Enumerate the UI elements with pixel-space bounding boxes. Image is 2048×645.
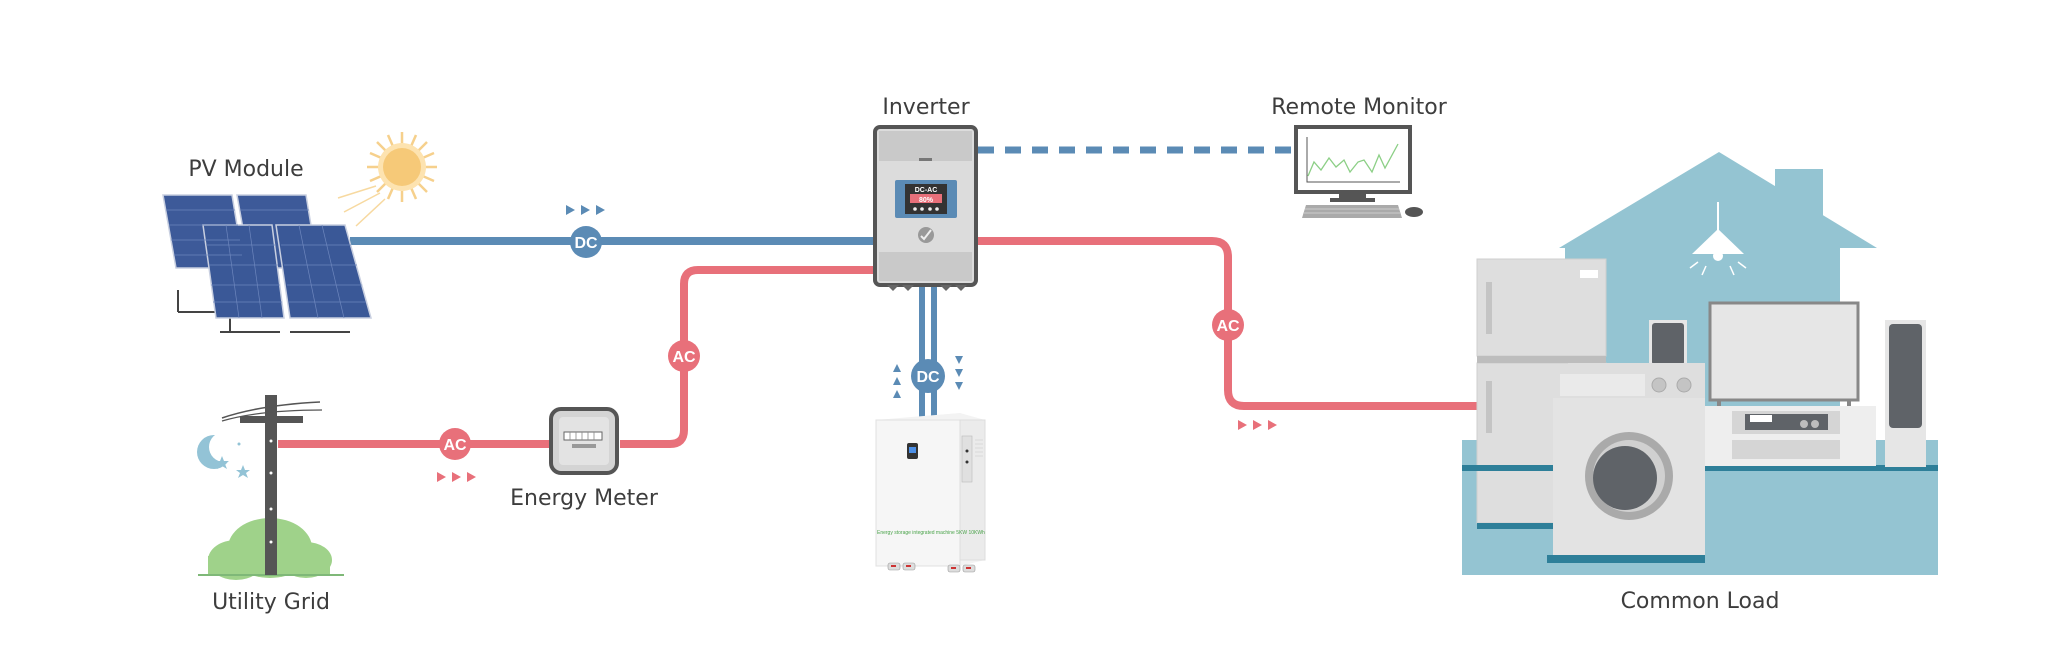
- solar-panels-icon: [162, 194, 372, 333]
- pv-module: PV Module: [162, 132, 437, 333]
- flow-arrows-load: [1238, 420, 1277, 430]
- svg-text:80%: 80%: [919, 197, 934, 204]
- sun-icon: [337, 132, 437, 227]
- svg-text:DC-AC: DC-AC: [915, 187, 938, 194]
- inverter-label: Inverter: [882, 95, 970, 120]
- flow-arrows-battery-down: [955, 356, 963, 390]
- utility-grid-label: Utility Grid: [212, 590, 330, 615]
- common-load-label: Common Load: [1621, 589, 1780, 614]
- energy-meter-label: Energy Meter: [510, 486, 659, 511]
- svg-text:AC: AC: [443, 437, 467, 454]
- stereo-cabinet-icon: [1703, 406, 1876, 466]
- inverter-logo-icon: [918, 227, 934, 243]
- mouse-icon: [1405, 207, 1423, 217]
- ac-badge-meter: AC: [668, 340, 700, 372]
- utility-grid: Utility Grid: [197, 395, 344, 615]
- ac-badge-grid: AC: [439, 428, 471, 460]
- flow-arrows-grid: [437, 472, 476, 482]
- remote-monitor-label: Remote Monitor: [1271, 95, 1447, 120]
- ac-badge-load: AC: [1212, 309, 1244, 341]
- common-load[interactable]: Common Load: [1462, 152, 1938, 614]
- svg-text:DC: DC: [574, 235, 598, 252]
- dc-badge-pv: DC: [570, 226, 602, 258]
- stars-icon: [215, 442, 250, 478]
- monitor-chart-icon: [1306, 137, 1400, 183]
- svg-text:AC: AC: [672, 349, 696, 366]
- ac-line-meter-inverter: [620, 266, 880, 448]
- power-pole-icon: [221, 395, 323, 575]
- svg-text:AC: AC: [1216, 318, 1240, 335]
- battery-storage[interactable]: Energy storage integrated machine 5KW 10…: [875, 413, 986, 573]
- moon-icon: [197, 432, 239, 469]
- dc-badge-battery: DC: [911, 359, 945, 393]
- pv-module-label: PV Module: [188, 157, 303, 182]
- flow-arrows-battery-up: [893, 364, 901, 398]
- speaker-tall-icon: [1885, 320, 1926, 467]
- svg-text:DC: DC: [916, 369, 940, 386]
- bush-icon: [208, 518, 332, 580]
- washing-machine-icon: [1547, 363, 1705, 563]
- ceiling-lamp-icon: [1689, 202, 1747, 276]
- inverter-display: DC-AC 80%: [895, 180, 957, 218]
- energy-meter: Energy Meter: [510, 407, 659, 511]
- keyboard-icon: [1302, 205, 1402, 218]
- remote-monitor[interactable]: Remote Monitor: [1271, 95, 1448, 218]
- tv-icon: [1708, 301, 1860, 406]
- battery-caption: Energy storage integrated machine 5KW 10…: [877, 530, 985, 536]
- inverter[interactable]: Inverter DC-AC 80%: [873, 95, 978, 291]
- flow-arrows-pv: [566, 205, 605, 215]
